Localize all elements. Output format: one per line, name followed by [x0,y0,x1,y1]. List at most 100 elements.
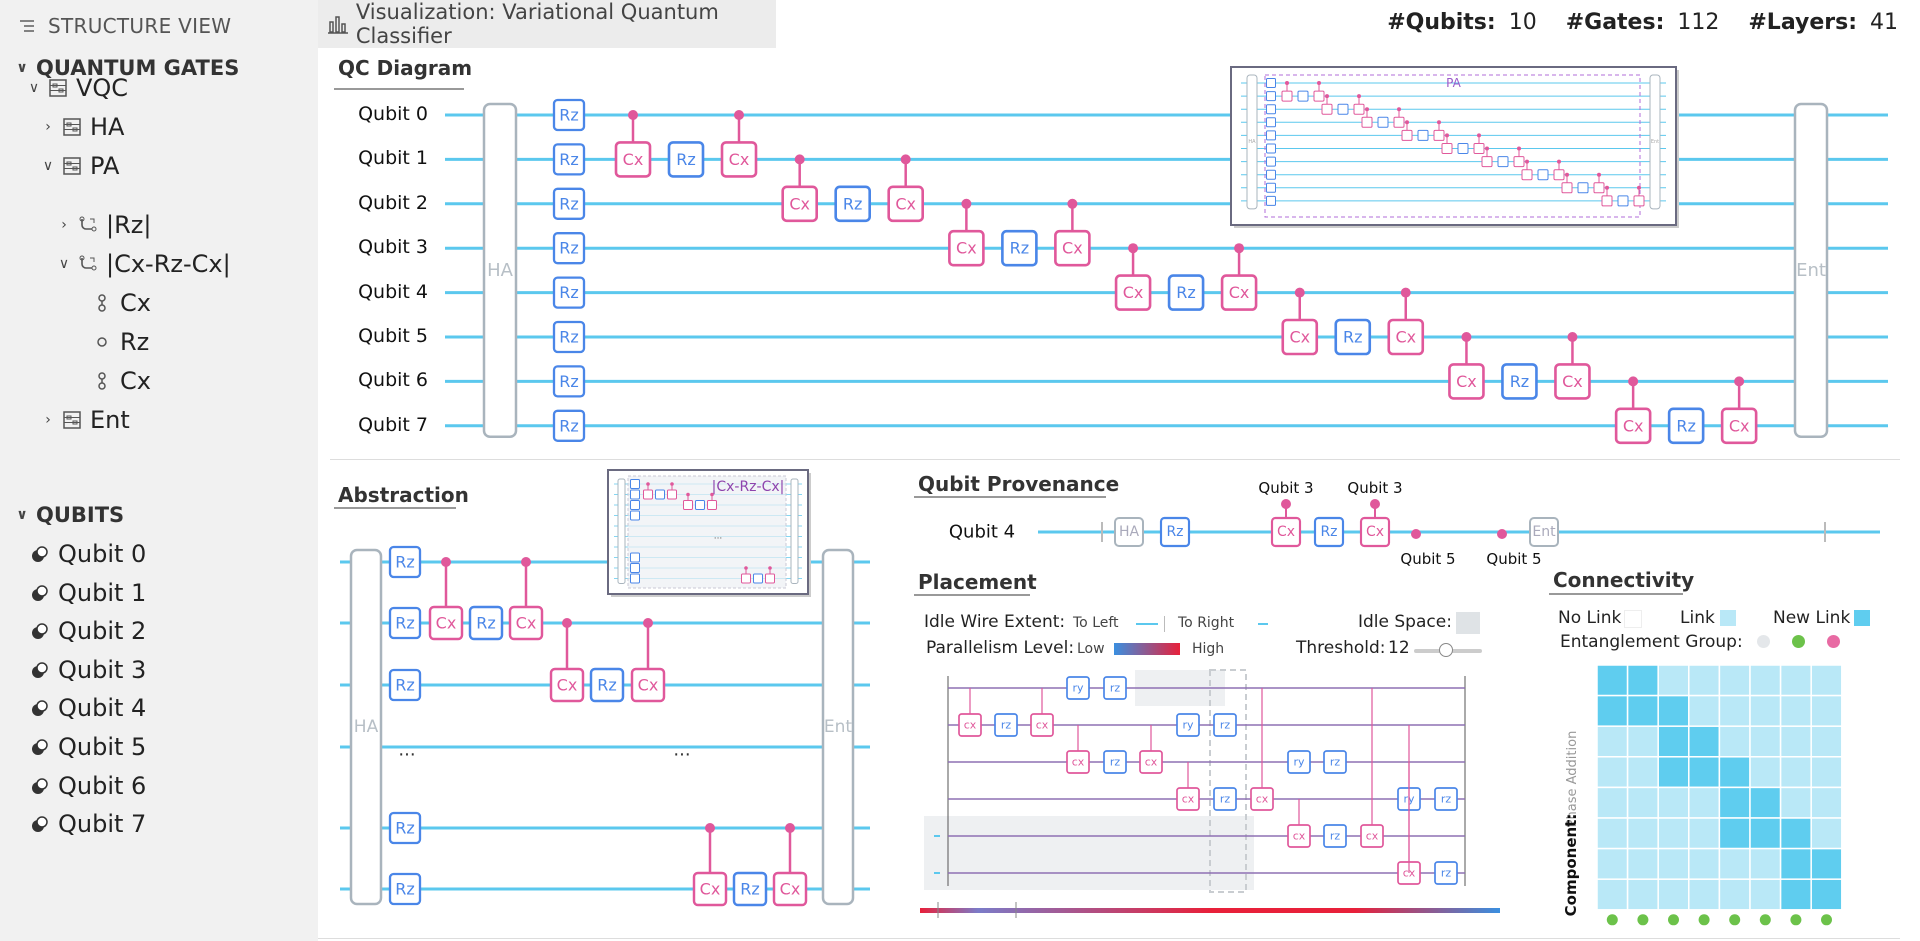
structure-view-title: STRUCTURE VIEW [48,14,232,38]
tree-item-ent[interactable]: › Ent [40,406,130,434]
placement-title: Placement [918,570,1037,594]
control-dot [734,110,744,120]
tree-item-cx-rz-cx[interactable]: ∨ |Cx-Rz-Cx| [56,250,231,278]
control-dot [1400,287,1411,298]
tree-item-label: Ent [90,406,130,434]
inset-group-label: |Cx-Rz-Cx| [712,479,785,495]
cx-gate-label: Cx [700,880,721,899]
control-dot [1325,94,1329,99]
idle-space-label: Idle Space: [1358,612,1452,632]
repeat-icon [79,255,97,271]
sidebar-qubit-item[interactable]: Qubit 0 [30,540,146,568]
rz-gate-label: Rz [395,553,415,572]
qubit-provenance-title: Qubit Provenance [918,472,1120,496]
cx-gate [772,871,808,907]
control-dot [785,823,795,833]
matrix-cell [1596,664,1629,697]
layers-count-label: #Layers: [1748,10,1857,35]
control-dot [521,557,531,567]
qubits-section[interactable]: ∨ QUBITS [14,503,124,527]
provenance-gate-label: Ent [1532,524,1556,540]
control-dot [441,557,451,567]
cx-gate [1393,116,1405,128]
matrix-cell [1810,694,1843,727]
rz-gate-label: Rz [1166,524,1183,540]
rz-gate [1103,676,1127,700]
qubit-icon [32,700,48,717]
sidebar-qubit-item[interactable]: Qubit 6 [30,772,146,800]
provenance-ha-gate [1114,517,1144,547]
sidebar-qubit-item[interactable]: Qubit 4 [30,694,146,722]
rz-gate [1417,129,1429,141]
qubit-icon [32,816,48,833]
threshold-slider-thumb[interactable] [1438,643,1453,657]
rz-gate [630,573,640,584]
phase-addition-label: Phase Addition [1565,731,1580,828]
cx-gate [508,605,544,641]
rz-gate-label: Rz [1343,328,1363,347]
tree-item-ha[interactable]: › HA [40,113,124,141]
tree-item-rz[interactable]: Rz [92,328,149,356]
sidebar-qubit-item[interactable]: Qubit 3 [30,656,146,684]
rz-gate [1266,182,1276,193]
rz-gate-label: Rz [395,614,415,633]
abstraction-title: Abstraction [338,483,469,507]
tree-item-pa[interactable]: ∨ PA [40,152,119,180]
block-label: HA [487,260,514,281]
circuit-stats: #Qubits: 10 #Gates: 112 #Layers: 41 [1387,10,1898,35]
matrix-cell [1657,756,1690,789]
provenance-annotation-below: Qubit 5 [1400,550,1455,568]
sidebar-qubit-item[interactable]: Qubit 1 [30,579,146,607]
cx-gate [1066,750,1090,774]
ellipsis: ... [673,740,690,761]
qubit-label: Qubit 1 [358,147,428,170]
tree-item-vqc[interactable]: ∨ VQC [26,74,128,102]
idle-space-swatch [1456,612,1480,634]
control-dot [1605,185,1609,190]
tree-item-cx[interactable]: Cx [92,289,151,317]
parallel-column-highlight [1209,669,1247,893]
cx-gate [1561,182,1573,194]
rz-gate [1323,824,1347,848]
sidebar-qubit-item[interactable]: Qubit 5 [30,733,146,761]
ellipsis: ... [398,740,415,761]
rz-gate-label: Rz [476,614,496,633]
rz-gate-label: Rz [559,150,579,169]
cx-gate [1401,129,1413,141]
cx-gate [720,141,758,178]
rz-gate [1266,130,1276,141]
to-right-option[interactable]: To Right [1178,615,1235,631]
rz-gate [589,667,625,703]
qubit-icon [32,777,48,794]
structure-list-icon [20,20,34,32]
sidebar-qubit-item[interactable]: Qubit 7 [30,810,146,838]
matrix-cell [1779,725,1812,758]
tree-item-cx[interactable]: Cx [92,367,151,395]
minimap-ent-block [1649,74,1661,210]
matrix-cell [1810,878,1843,911]
matrix-cell [1688,817,1721,850]
qubit-label: Qubit 6 [358,369,428,392]
matrix-cell [1779,817,1812,850]
to-left-option[interactable]: To Left [1073,615,1119,631]
component-dot [1821,914,1832,926]
quantum-gates-section[interactable]: ∨ QUANTUM GATES [14,56,239,80]
matrix-cell [1749,725,1782,758]
visualization-tab[interactable]: Visualization: Variational Quantum Class… [318,0,776,48]
sidebar-qubit-item[interactable]: Qubit 2 [30,617,146,645]
control-dot [1445,133,1449,138]
rz-gate-label: Rz [1176,283,1196,302]
rz-gate [552,143,586,176]
control-dot [1477,133,1481,138]
rz-gate [630,510,640,521]
cx-gate [1281,318,1319,356]
matrix-cell [1626,725,1659,758]
tree-item-rz-repeat[interactable]: › |Rz| [56,211,151,239]
chevron-right-icon: › [61,217,67,233]
provenance-ent-gate [1529,517,1559,547]
